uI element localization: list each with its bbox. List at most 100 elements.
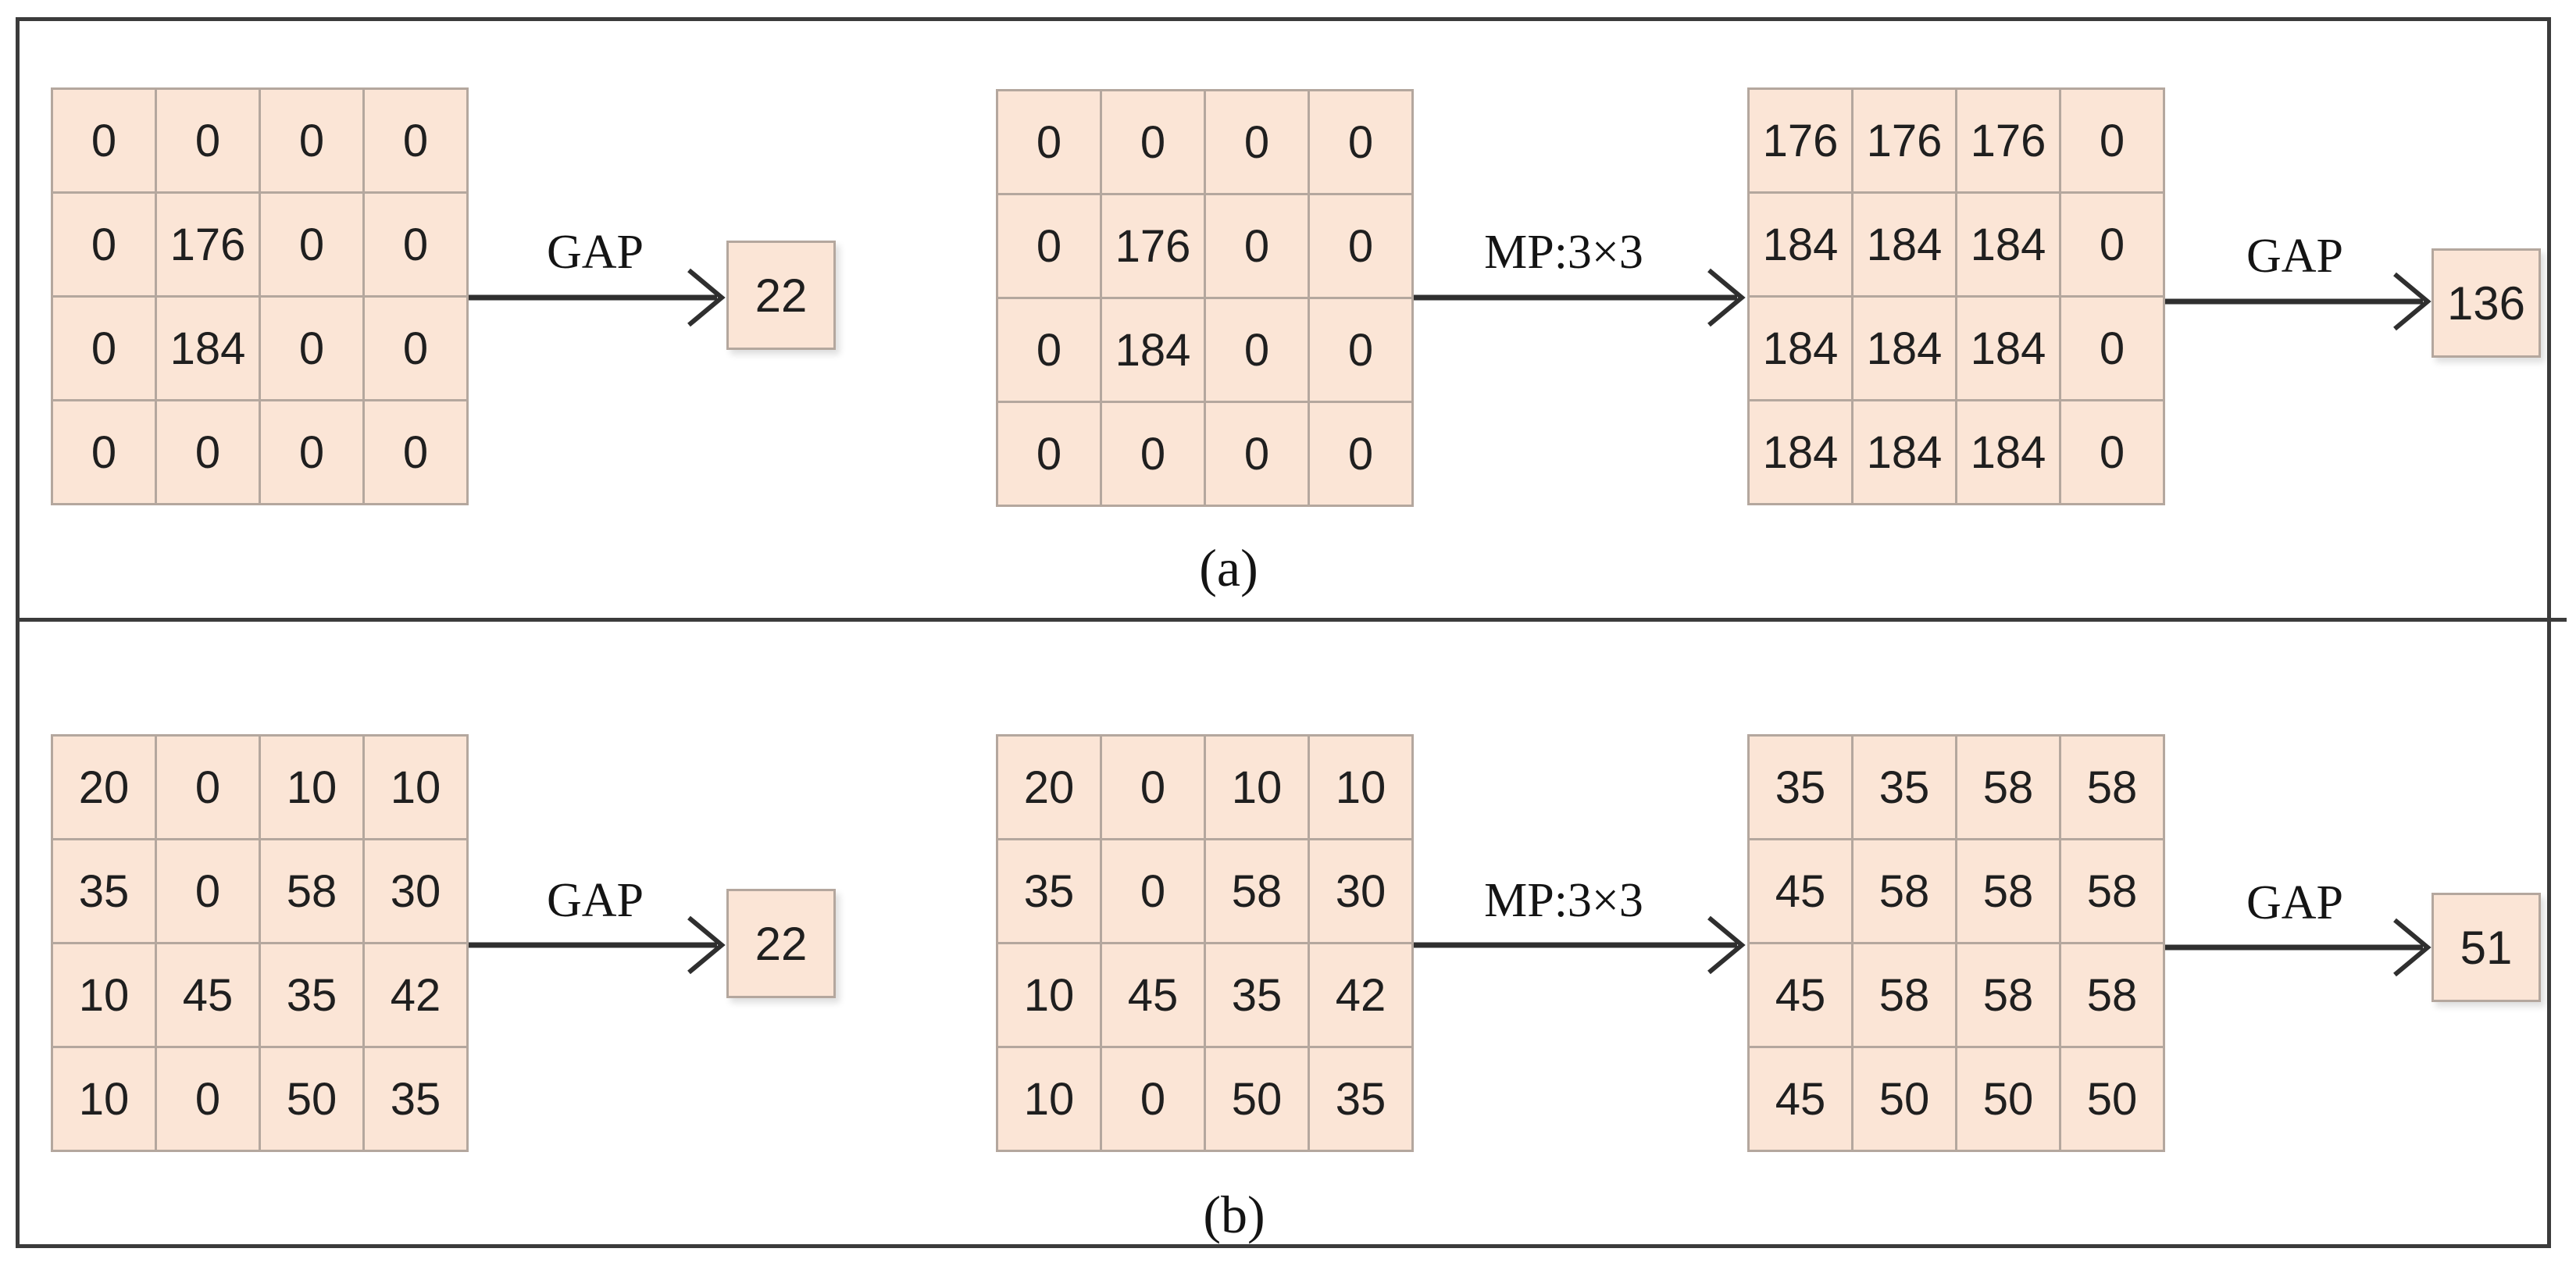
matrix-cell: 30 [1310, 840, 1411, 942]
maxpool-label: MP:3×3 [1484, 226, 1643, 279]
matrix-cell: 45 [1750, 1048, 1851, 1150]
matrix-cell: 176 [1102, 195, 1204, 297]
matrix-cell: 35 [998, 840, 1100, 942]
matrix-cell: 184 [1957, 298, 2059, 399]
matrix-cell: 42 [1310, 944, 1411, 1046]
matrix-cell: 0 [1206, 299, 1308, 401]
matrix-cell: 0 [2061, 401, 2163, 503]
gap-arrow-icon [469, 268, 726, 327]
figure-border [16, 17, 2551, 1248]
matrix-cell: 10 [53, 1048, 155, 1150]
matrix-cell: 0 [365, 298, 466, 399]
matrix-cell: 0 [261, 194, 362, 295]
gap-result-box: 22 [726, 241, 836, 350]
matrix-cell: 10 [53, 944, 155, 1046]
gap-result-value: 136 [2446, 276, 2526, 330]
matrix-cell: 10 [365, 737, 466, 838]
section-divider [16, 618, 2567, 622]
matrix-cell: 0 [1102, 737, 1204, 838]
matrix-cell: 58 [261, 840, 362, 942]
matrix-cell: 184 [1750, 401, 1851, 503]
matrix-cell: 184 [1750, 194, 1851, 295]
caption-a: (a) [1199, 538, 1258, 597]
matrix-cell: 0 [261, 298, 362, 399]
gap-label: GAP [546, 874, 644, 927]
maxpool-arrow-icon [1414, 268, 1746, 327]
matrix-cell: 0 [1102, 403, 1204, 505]
matrix-cell: 58 [1854, 840, 1955, 942]
matrix-cell: 58 [2061, 840, 2163, 942]
matrix-cell: 45 [1750, 840, 1851, 942]
matrix-cell: 0 [998, 403, 1100, 505]
matrix-cell: 50 [2061, 1048, 2163, 1150]
matrix-cell: 10 [261, 737, 362, 838]
matrix-cell: 184 [1854, 401, 1955, 503]
matrix-cell: 184 [1854, 194, 1955, 295]
matrix-cell: 35 [1854, 737, 1955, 838]
matrix-cell: 0 [998, 195, 1100, 297]
matrix-cell: 30 [365, 840, 466, 942]
matrix-cell: 0 [1102, 840, 1204, 942]
matrix-cell: 10 [1310, 737, 1411, 838]
matrix-cell: 50 [261, 1048, 362, 1150]
matrix-cell: 0 [1206, 403, 1308, 505]
matrix-cell: 0 [998, 91, 1100, 193]
matrix-cell: 35 [261, 944, 362, 1046]
maxpool-label: MP:3×3 [1484, 874, 1643, 927]
matrix-cell: 0 [365, 401, 466, 503]
gap-label: GAP [2246, 876, 2344, 929]
matrix-cell: 0 [53, 401, 155, 503]
matrix-cell: 35 [1310, 1048, 1411, 1150]
matrix-cell: 176 [1750, 90, 1851, 191]
matrix-cell: 10 [1206, 737, 1308, 838]
gap-arrow-icon [469, 915, 726, 975]
matrix-cell: 184 [1102, 299, 1204, 401]
matrix-cell: 0 [261, 401, 362, 503]
matrix-cell: 176 [157, 194, 259, 295]
matrix-cell: 0 [157, 737, 259, 838]
gap-result-value: 22 [755, 917, 808, 970]
matrix-cell: 0 [53, 194, 155, 295]
matrix-cell: 35 [53, 840, 155, 942]
matrix-cell: 58 [1854, 944, 1955, 1046]
gap-label: GAP [2246, 230, 2344, 283]
matrix-cell: 45 [1750, 944, 1851, 1046]
matrix-cell: 58 [1206, 840, 1308, 942]
matrix-cell: 0 [1206, 195, 1308, 297]
gap-result-box: 22 [726, 889, 836, 998]
matrix-cell: 45 [1102, 944, 1204, 1046]
matrix-cell: 184 [1957, 401, 2059, 503]
matrix-cell: 10 [998, 1048, 1100, 1150]
matrix-cell: 0 [53, 298, 155, 399]
matrix-cell: 20 [998, 737, 1100, 838]
matrix-cell: 184 [1750, 298, 1851, 399]
matrix-cell: 184 [1957, 194, 2059, 295]
matrix-cell: 58 [2061, 737, 2163, 838]
matrix-cell: 0 [2061, 298, 2163, 399]
matrix-cell: 10 [998, 944, 1100, 1046]
matrix-cell: 0 [2061, 194, 2163, 295]
matrix-cell: 58 [2061, 944, 2163, 1046]
gap-arrow-icon [2165, 918, 2432, 977]
matrix-cell: 0 [157, 401, 259, 503]
matrix-cell: 0 [261, 90, 362, 191]
matrix-cell: 35 [365, 1048, 466, 1150]
matrix-cell: 20 [53, 737, 155, 838]
matrix-cell: 0 [1310, 195, 1411, 297]
matrix-cell: 0 [2061, 90, 2163, 191]
matrix-cell: 0 [1206, 91, 1308, 193]
matrix-cell: 0 [1310, 91, 1411, 193]
matrix-cell: 0 [1102, 1048, 1204, 1150]
matrix-cell: 45 [157, 944, 259, 1046]
matrix-cell: 50 [1854, 1048, 1955, 1150]
matrix-cell: 0 [157, 90, 259, 191]
matrix-cell: 35 [1206, 944, 1308, 1046]
gap-result-box: 136 [2432, 248, 2541, 358]
matrix-cell: 184 [157, 298, 259, 399]
